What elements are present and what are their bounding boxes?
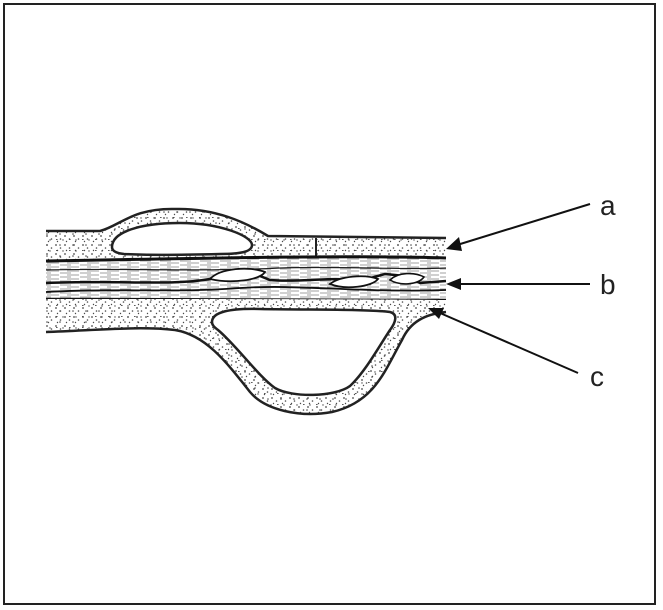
arrow-a [446, 204, 590, 251]
middle-band [46, 257, 446, 300]
label-a: a [600, 190, 616, 221]
upper-layer [46, 209, 446, 261]
label-b: b [600, 269, 616, 300]
arrow-c [428, 308, 578, 373]
arrow-b [446, 278, 590, 290]
label-c: c [590, 361, 604, 392]
